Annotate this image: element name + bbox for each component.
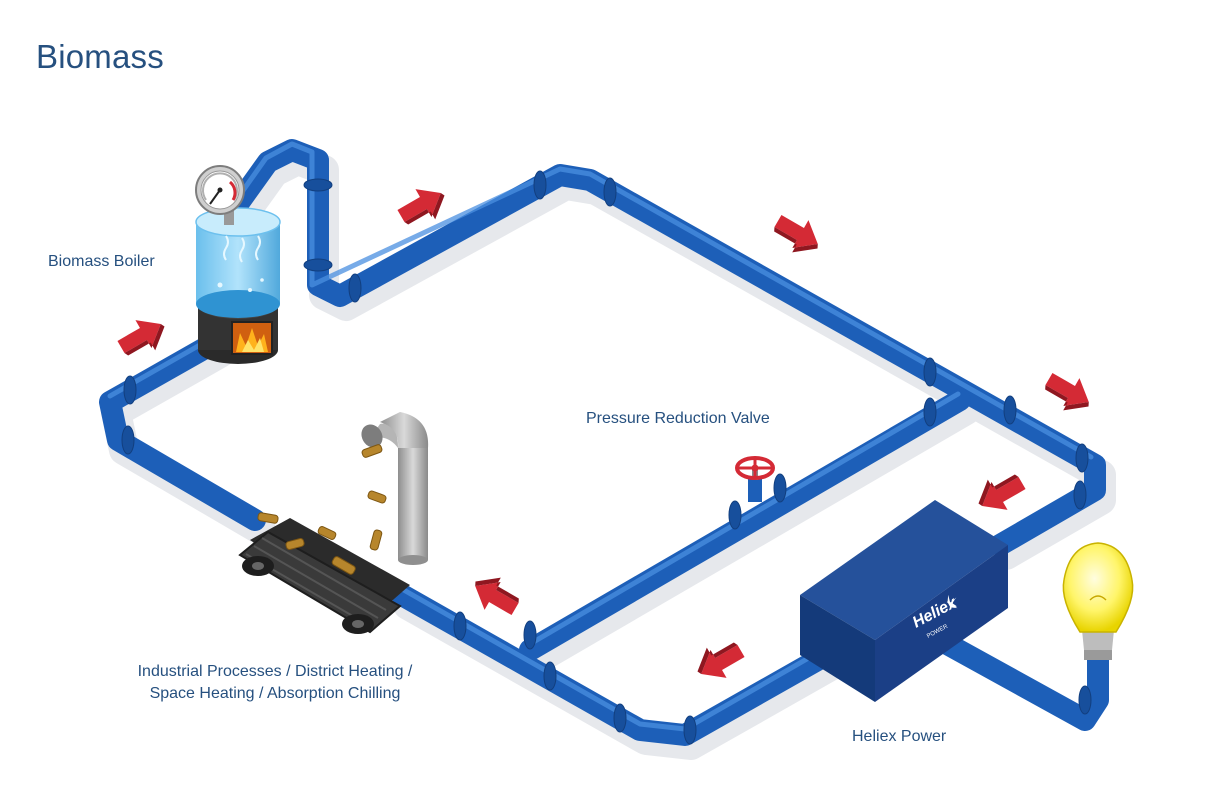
pipe-network (99, 139, 1116, 760)
flow-arrow-icon (689, 633, 750, 689)
flow-arrow-icon (970, 465, 1031, 521)
pipe-valve-bypass (519, 389, 971, 661)
page-title: Biomass (36, 38, 164, 75)
pressure-reduction-valve-label: Pressure Reduction Valve (586, 410, 770, 427)
flow-arrow-icon (1038, 365, 1099, 421)
industrial-processes-label-line1: Industrial Processes / District Heating … (137, 663, 413, 680)
pipe-generator-to-bulb (929, 629, 1109, 731)
flow-arrow-icon (112, 309, 173, 365)
flow-arrow-icon (465, 567, 526, 623)
industrial-processes-label: Industrial Processes / District Heating … (116, 661, 434, 705)
pipe-boiler-return (99, 332, 266, 531)
pipe-couplings (121, 170, 1092, 745)
pressure-reduction-valve-icon (735, 456, 775, 502)
pipe-bottom-loop (391, 584, 846, 746)
pipe-boiler-riser (219, 139, 1106, 556)
pellet-chute-icon (361, 412, 429, 565)
flow-arrow-icon (767, 207, 828, 263)
heliex-power-label: Heliex Power (852, 728, 947, 745)
pressure-gauge-icon (195, 165, 245, 225)
light-bulb-icon (1062, 542, 1134, 660)
heliex-power-unit-icon: Heliex POWER (800, 500, 1008, 702)
wood-pellets-icon (257, 444, 387, 575)
industrial-processes-label-line2: Space Heating / Absorption Chilling (149, 685, 401, 702)
biomass-boiler-label: Biomass Boiler (48, 253, 155, 270)
biomass-boiler-icon (195, 207, 281, 364)
